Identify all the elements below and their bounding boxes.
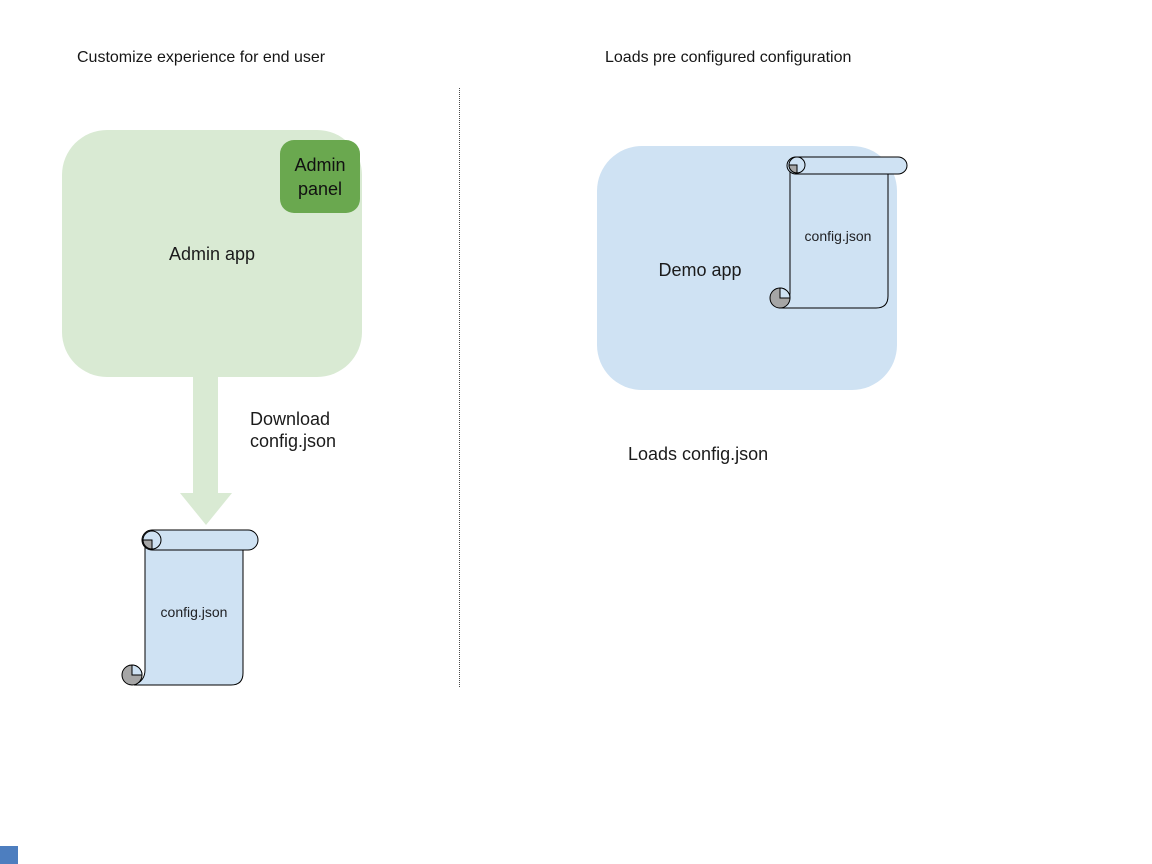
canvas-corner-marker: [0, 846, 18, 864]
config-json-label: config.json: [804, 228, 872, 244]
admin-panel-shape: Admin panel: [280, 140, 360, 213]
loads-config-caption: Loads config.json: [628, 444, 769, 464]
download-arrow-icon: [180, 377, 232, 525]
right-section-title: Loads pre configured configuration: [605, 49, 852, 66]
config-json-label: config.json: [160, 604, 228, 620]
admin-app-label: Admin app: [168, 244, 256, 264]
section-divider-line: [459, 88, 460, 687]
config-json-scroll-icon: [769, 156, 908, 309]
left-section-title: Customize experience for end user: [77, 49, 326, 66]
download-arrow-label: Download config.json: [250, 409, 337, 451]
admin-panel-label: Admin panel: [294, 154, 346, 199]
demo-app-label: Demo app: [658, 260, 742, 280]
config-json-scroll-icon: [121, 529, 259, 686]
